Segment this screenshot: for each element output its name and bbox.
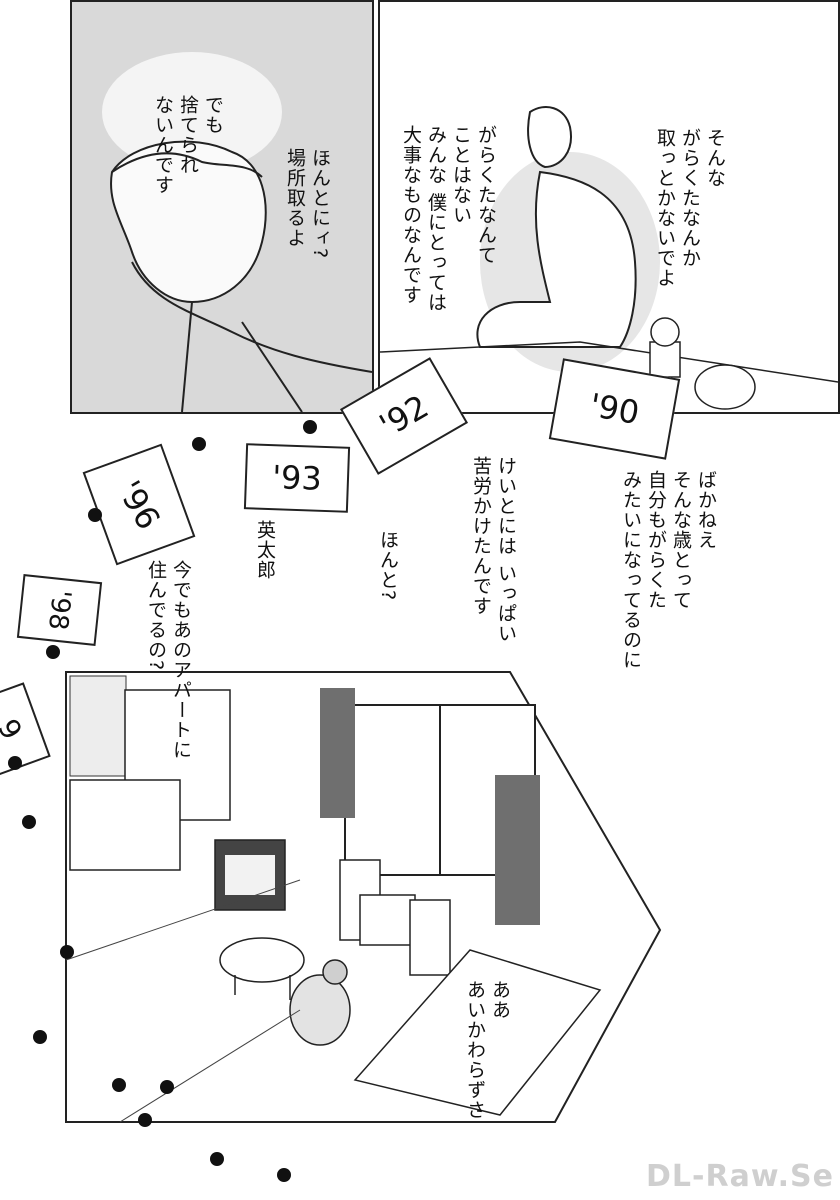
dot (303, 420, 317, 434)
dot (138, 1113, 152, 1127)
dot (112, 1078, 126, 1092)
speech-mid-4: 英太郎 (254, 520, 276, 580)
panel-top-right (378, 0, 840, 414)
dot (160, 1080, 174, 1094)
dot (277, 1168, 291, 1182)
man-sitting-illustration (380, 106, 838, 410)
speech-bottom-1: ああ あいかわらずさ (464, 980, 511, 1120)
dot (46, 645, 60, 659)
dot (60, 945, 74, 959)
speech-right-2: がらくたなんて ことはない みんな 僕にとっては 大事なものなんです (400, 125, 497, 313)
dot (22, 815, 36, 829)
dot (33, 1030, 47, 1044)
speech-mid-2: けいとには いっぱい 苦労かけたんです (470, 456, 517, 644)
speech-mid-5: 今でもあのアパートに 住んでるの? (145, 560, 192, 760)
man-profile-illustration (102, 52, 372, 412)
speech-right-1: そんな がらくたなんか 取っとかないでよ (654, 128, 726, 288)
speech-mid-3: ほんと? (377, 530, 399, 602)
year-card-93: '93 (243, 443, 351, 513)
speech-mid-1: ばかねえ そんな歳とって 自分もがらくた みたいになってるのに (620, 470, 717, 670)
year-card-98: '98 (16, 574, 103, 646)
watermark-text: DL-Raw.Se (646, 1159, 834, 1194)
speech-left-2: ほんとにィ? 場所取るよ (284, 148, 331, 260)
dot (8, 756, 22, 770)
dot (210, 1152, 224, 1166)
dot (88, 508, 102, 522)
speech-left-1: でも 捨てられ ないんです (152, 95, 224, 195)
dot (192, 437, 206, 451)
panel-top-left (70, 0, 374, 414)
